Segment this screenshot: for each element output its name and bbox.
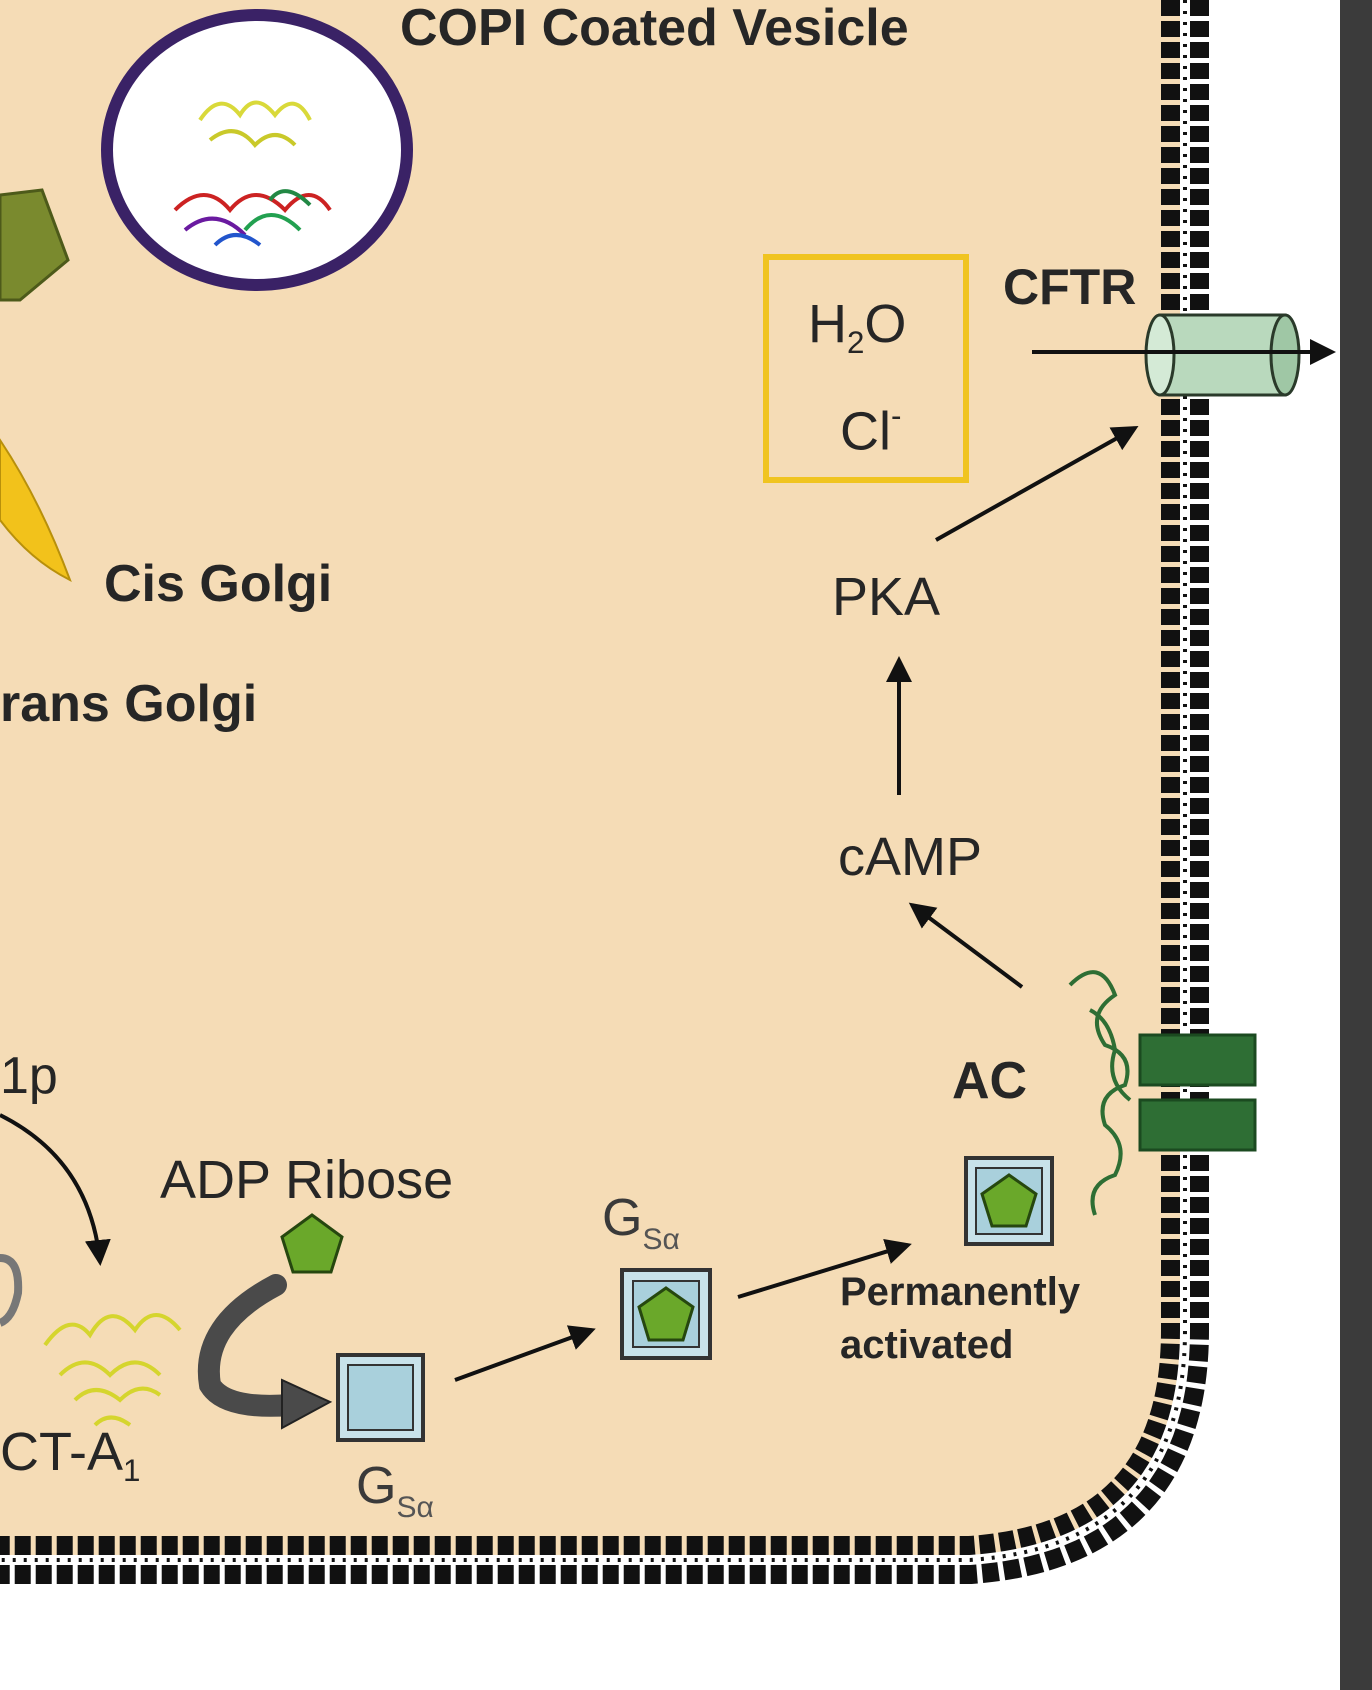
adp-ribose-pentagon-icon [280, 1213, 344, 1274]
gsa-inactive-label: GSα [356, 1457, 434, 1524]
arrow-ac-to-camp [908, 902, 1024, 989]
arrow-pka-to-cftr [935, 426, 1139, 542]
ion-box [763, 254, 969, 483]
right-frame [1340, 0, 1372, 1690]
arrow-gsa-activation [454, 1325, 596, 1382]
arrow-gsa-to-ac [737, 1239, 912, 1299]
sec61p-fragment [0, 1254, 23, 1327]
adp-ribosylation-arrow [197, 1274, 301, 1417]
adenylyl-cyclase-icon [1068, 970, 1257, 1216]
permanently-activated-line2: activated [840, 1323, 1014, 1367]
copi-vesicle [101, 9, 413, 291]
cell-interior [0, 0, 1185, 1560]
trans-golgi-label: rans Golgi [0, 675, 258, 733]
ct-a1-label: CT-A1 [0, 1422, 141, 1488]
sec61p-partial-label: 1p [0, 1047, 58, 1105]
permanently-activated-line1: Permanently [840, 1270, 1081, 1314]
coat-protein-icon [173, 100, 332, 247]
h2o-label: H2O [808, 294, 907, 360]
ac-label: AC [952, 1052, 1028, 1110]
gsa-inactive-box-icon [336, 1353, 425, 1442]
ct-a1-protein-icon [43, 1313, 182, 1427]
golgi-olive-block [0, 188, 70, 302]
pka-label: PKA [832, 567, 941, 627]
cftr-channel-icon [1144, 313, 1301, 397]
cis-golgi-label: Cis Golgi [104, 555, 333, 613]
cl-label: Cl- [840, 398, 902, 462]
golgi-yellow-cisterna [0, 438, 72, 583]
cell-membrane [0, 0, 1209, 1584]
copi-vesicle-label: COPI Coated Vesicle [400, 0, 909, 57]
cftr-label: CFTR [1003, 259, 1137, 315]
arrow-sec61p-curve [0, 1113, 111, 1266]
gsa-activated-label: GSα [602, 1189, 680, 1256]
gsa-ac-bound-box-icon [964, 1156, 1054, 1246]
camp-label: cAMP [838, 827, 983, 887]
adp-ribose-label: ADP Ribose [160, 1150, 454, 1210]
gsa-activated-box-icon [620, 1268, 712, 1360]
